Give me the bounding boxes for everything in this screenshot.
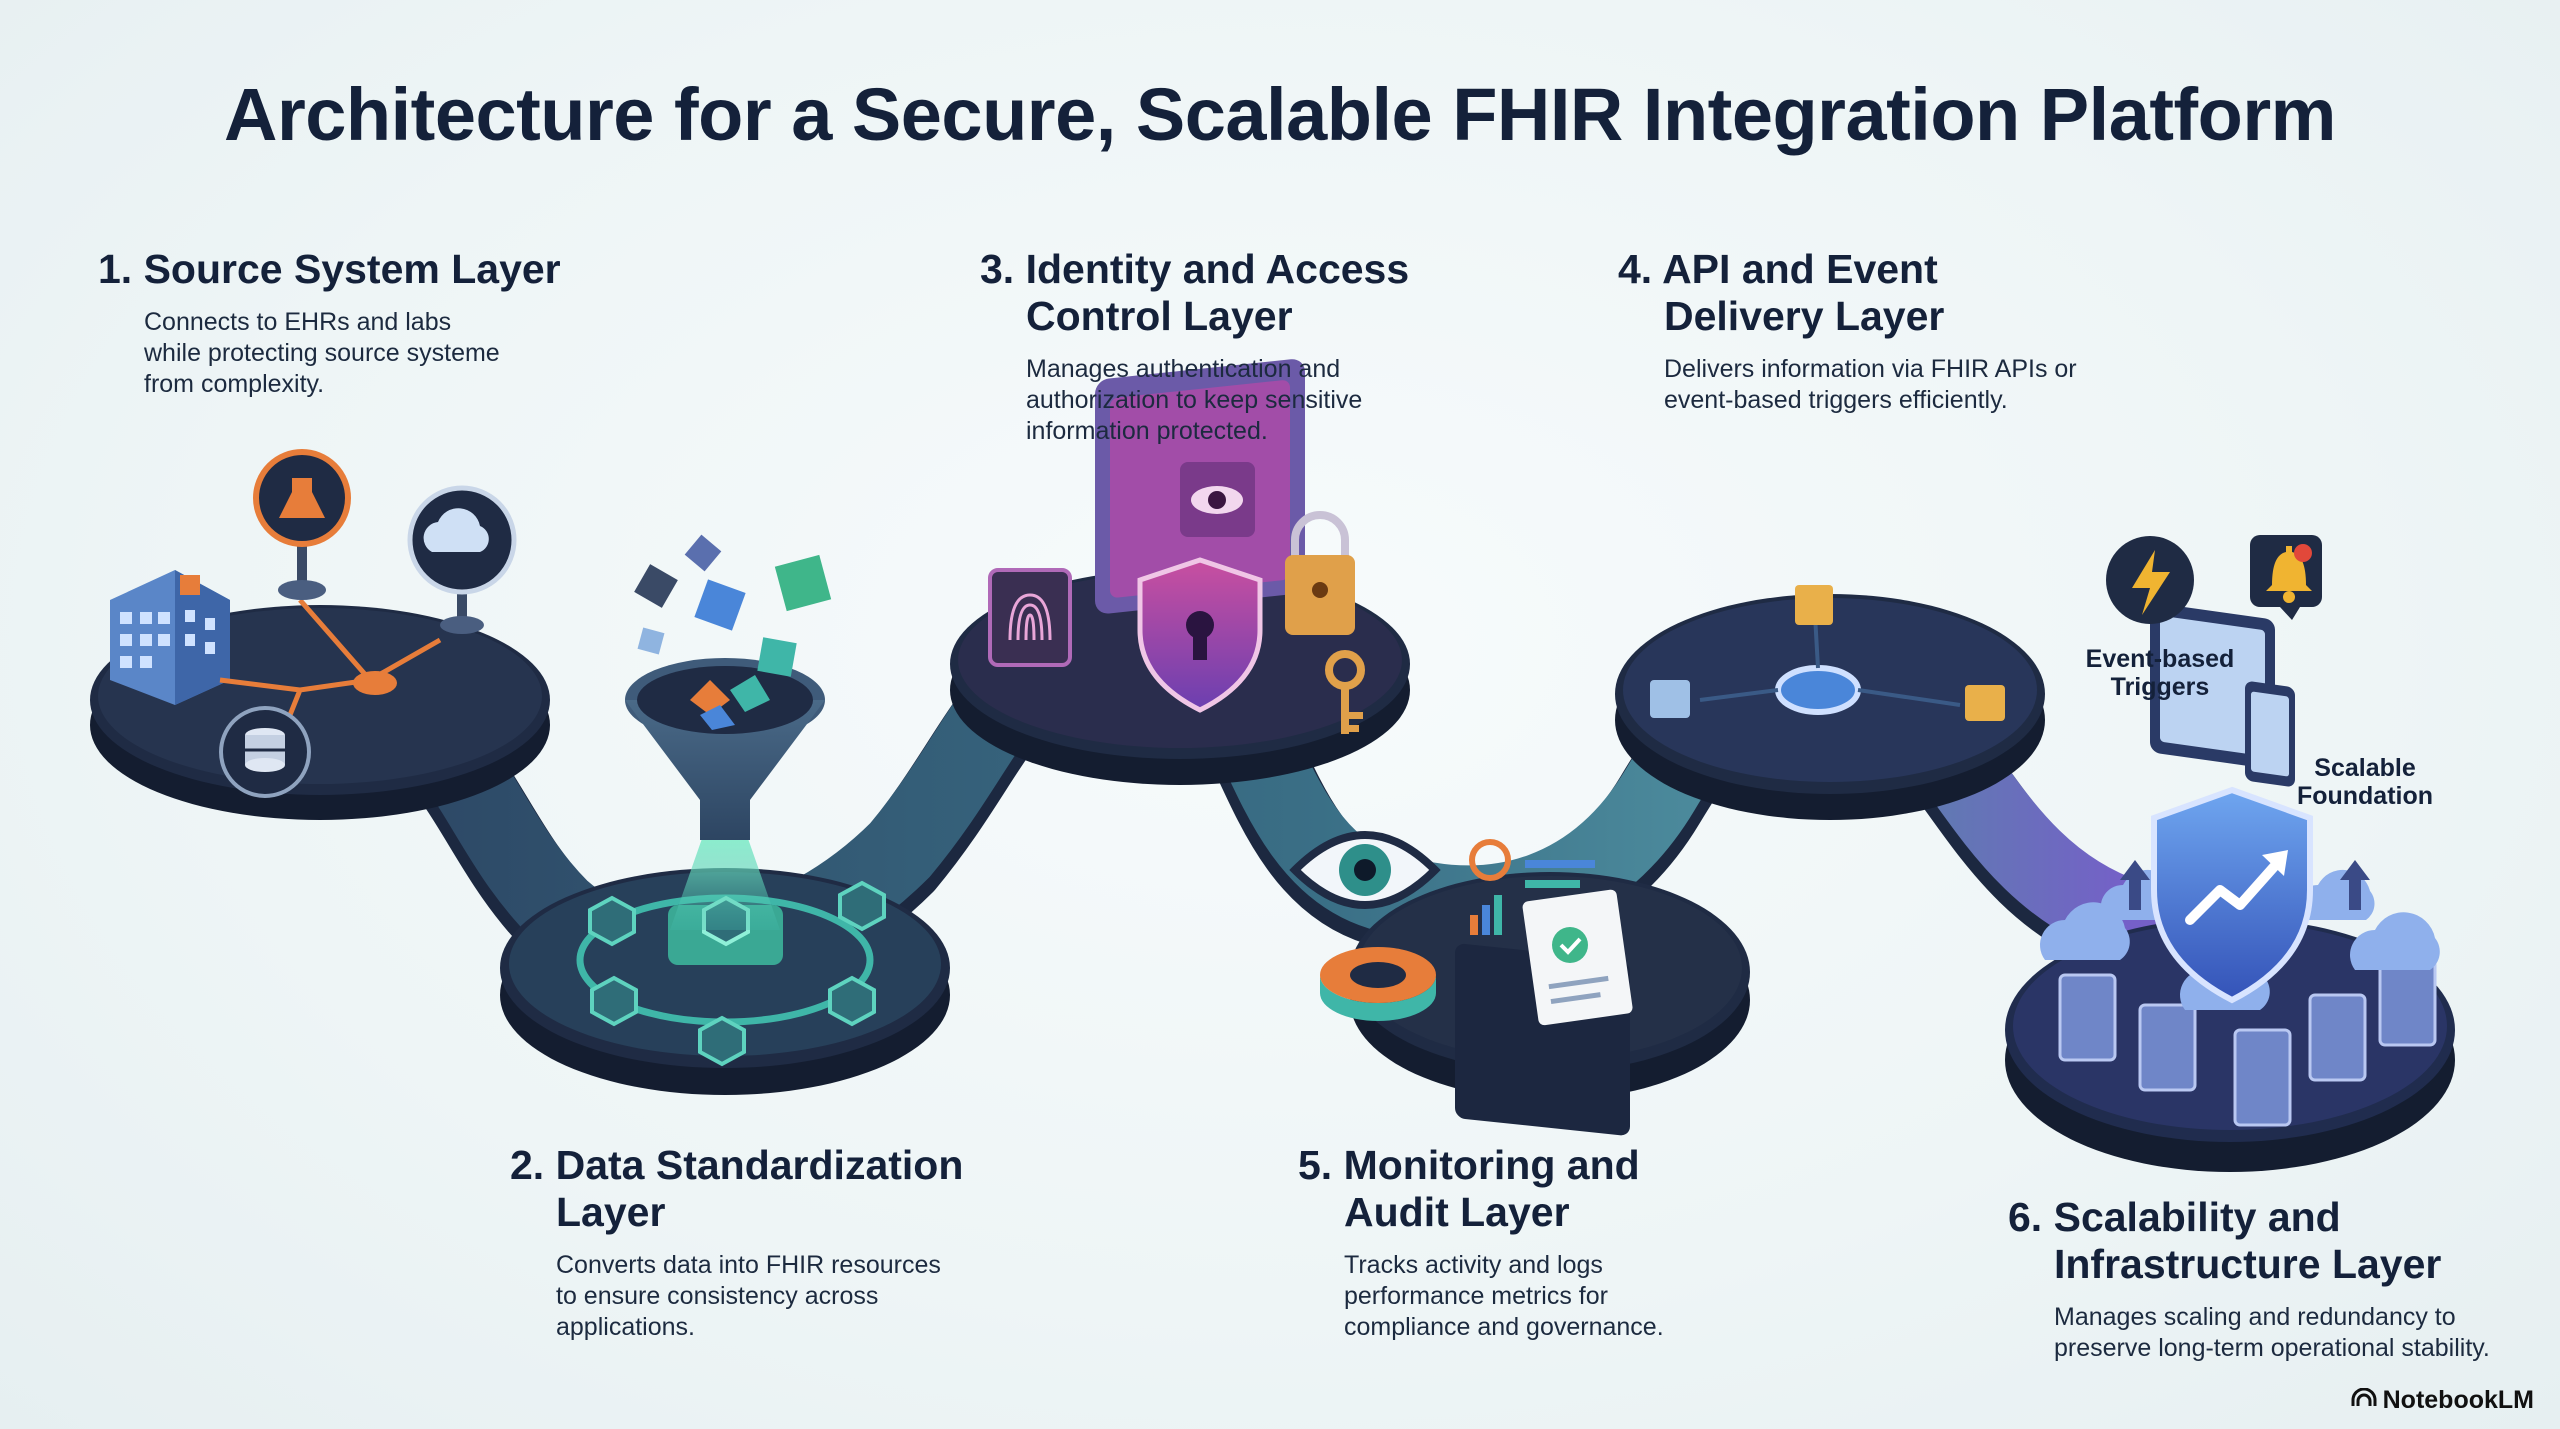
- data-cubes: [634, 534, 832, 677]
- key-icon: [1325, 650, 1365, 734]
- scalable-foundation-label: Scalable Foundation: [2296, 754, 2434, 810]
- layer-4-description: Delivers information via FHIR APIs or ev…: [1664, 355, 2077, 414]
- audit-document-icon: [1522, 889, 1633, 1026]
- donut-chart-icon: [1320, 947, 1436, 1021]
- platform-5-monitoring-audit: [1289, 831, 1750, 1136]
- scale-up-arrows-icon: [2120, 860, 2370, 910]
- layer-5-description: Tracks activity and logs performance met…: [1344, 1251, 1664, 1341]
- brand-mark: NotebookLM: [2351, 1386, 2534, 1415]
- tablet-phone-icon: [2150, 603, 2295, 787]
- funnel-icon: [625, 658, 825, 840]
- lab-flask-icon: [253, 449, 351, 600]
- cloud-database-icon: [407, 485, 517, 634]
- layer-2-description: Converts data into FHIR resources to ens…: [556, 1251, 941, 1341]
- hospital-icon: [110, 570, 230, 705]
- notification-bell-icon: [2250, 535, 2322, 620]
- event-triggers-label: Event-based Triggers: [2085, 645, 2235, 701]
- hex-node-ring: [588, 880, 886, 1067]
- layer-1-heading: 1. Source System Layer: [98, 246, 561, 292]
- platform-1-source-system: [90, 449, 550, 820]
- layer-3-description: Manages authentication and authorization…: [1026, 355, 1363, 445]
- fingerprint-icon: [988, 568, 1072, 667]
- api-doc-icons: [1650, 585, 2005, 721]
- eye-icon: [1289, 831, 1441, 909]
- layer-1-block: 1. Source System Layer Connects to EHRs …: [98, 246, 658, 400]
- growth-shield-icon: [2151, 786, 2313, 1004]
- database-icon: [219, 706, 311, 798]
- platform-3-identity-access: [950, 359, 1410, 785]
- server-rack-icons: [2058, 958, 2437, 1127]
- layer-6-description: Manages scaling and redundancy to preser…: [2054, 1303, 2490, 1362]
- page-title: Architecture for a Secure, Scalable FHIR…: [224, 73, 2336, 156]
- platform-6-scalability-infrastructure: [2005, 786, 2455, 1172]
- notebooklm-logo-icon: [2351, 1386, 2377, 1415]
- brand-name: NotebookLM: [2382, 1386, 2534, 1414]
- platform-2-data-standardization: [500, 534, 950, 1095]
- lightning-bolt-icon: [2106, 536, 2194, 624]
- eye-badge-icon: [1180, 462, 1255, 537]
- padlock-icon: [1285, 511, 1355, 635]
- layer-1-description: Connects to EHRs and labs while protecti…: [144, 308, 500, 398]
- platform-4-api-event: [1615, 585, 2045, 820]
